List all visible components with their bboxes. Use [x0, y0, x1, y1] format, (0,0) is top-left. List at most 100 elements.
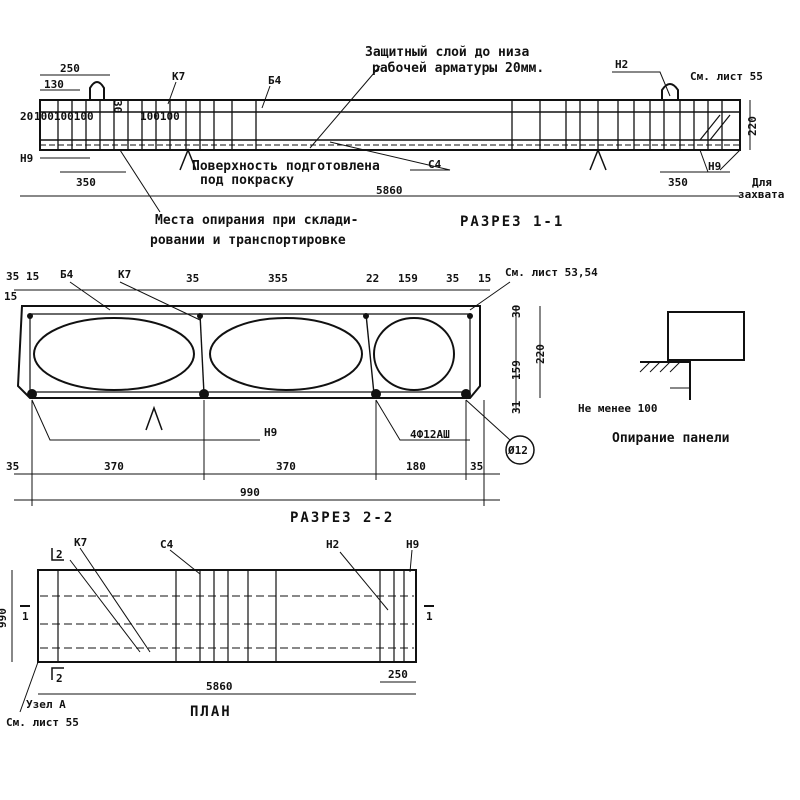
stirrups-right — [511, 100, 723, 150]
label-see-sheets: См. лист 53,54 — [505, 266, 598, 279]
leader-cover — [309, 65, 381, 149]
dim-15: 15 — [4, 290, 17, 303]
dim-bottom-3: 180 — [406, 460, 426, 473]
label-circle: Ø12 — [507, 444, 528, 457]
top-rebar-dot-2 — [197, 313, 203, 319]
dim-20: 20 — [20, 110, 33, 123]
dim-220: 220 — [534, 344, 547, 364]
lifting-loop-right — [661, 83, 679, 100]
dim-350-right: 350 — [668, 176, 688, 189]
plan-dim-990: 990 — [0, 608, 9, 628]
support-ledge — [640, 361, 691, 400]
section-2-2: Б4 К7 Н9 4Ф12АШ Ø12 См. лист 53,54 35 15… — [4, 266, 598, 526]
panel-outline — [16, 305, 481, 399]
support-hatch — [639, 361, 681, 373]
leader-n9 — [409, 549, 413, 573]
label-see-sheet: См. лист 55 — [690, 70, 763, 83]
leader-b4 — [261, 85, 271, 109]
rebar-dot-2 — [199, 389, 209, 399]
dim-top-4: 22 — [366, 272, 379, 285]
end-hatch — [699, 114, 731, 141]
leader-n9-right — [699, 149, 709, 173]
dim-top-7: 15 — [478, 272, 491, 285]
dim-31: 31 — [510, 400, 523, 414]
note-support-line2: ровании и транспортировке — [150, 233, 346, 248]
dim-bottom-2: 370 — [276, 460, 296, 473]
plan-label-n9: Н9 — [406, 538, 419, 551]
leader-k7 — [79, 547, 151, 653]
plan-label-k7: К7 — [74, 536, 87, 549]
plan-view: К7 С4 Н2 Н9 2 2 1 1 990 5860 250 ПЛАН Уз… — [0, 536, 434, 729]
leader-support — [119, 149, 161, 213]
dim-159: 159 — [510, 360, 523, 380]
dim-bottom-1: 370 — [104, 460, 124, 473]
dim-220: 220 — [746, 116, 759, 136]
rib-1 — [199, 313, 205, 395]
label-for-grip-1: Для — [752, 176, 772, 189]
note-cover-line2: рабочей арматуры 20мм. — [372, 61, 544, 76]
dim-5860: 5860 — [376, 184, 403, 197]
dim-mid: 100100 — [140, 110, 180, 123]
leader-rebar — [375, 399, 470, 441]
void-middle — [209, 317, 363, 391]
support-panel-end — [667, 311, 745, 361]
rebar-dot-3 — [371, 389, 381, 399]
plan-cross-lines — [57, 570, 405, 662]
note-cover-line1: Защитный слой до низа — [365, 45, 530, 60]
section-1-1: Защитный слой до низа рабочей арматуры 2… — [20, 45, 784, 248]
bottom-dim-labels: 35 370 370 180 35 — [6, 460, 483, 473]
plan-dashed-lines — [40, 595, 414, 649]
section2-title: РАЗРЕЗ 2-2 — [290, 510, 394, 526]
label-n9: Н9 — [264, 426, 277, 439]
support-arrow-left — [179, 147, 197, 171]
dim-top-1: 15 — [26, 270, 39, 283]
top-rebar-dot-3 — [363, 313, 369, 319]
leader-c4 — [329, 141, 451, 171]
rib-2 — [365, 313, 375, 395]
stirrups-left — [57, 100, 257, 150]
dim-total: 990 — [240, 486, 260, 499]
leader-k7-2 — [69, 559, 141, 653]
plan-title: ПЛАН — [190, 704, 232, 720]
leader-circle — [465, 399, 511, 441]
void-right — [373, 317, 455, 391]
label-n2: Н2 — [615, 58, 628, 71]
dim-top-6: 35 — [446, 272, 459, 285]
dim-bottom-4: 35 — [470, 460, 483, 473]
plan-label-node: Узел А — [26, 698, 66, 711]
label-b4: Б4 — [268, 74, 282, 87]
plan-label-c4: С4 — [160, 538, 174, 551]
leader-node — [19, 661, 39, 713]
section-mark-bottom — [51, 667, 64, 680]
plan-label-2-bottom: 2 — [56, 672, 63, 685]
dim-350-left: 350 — [76, 176, 96, 189]
section-mark-top — [51, 548, 64, 561]
panel-inner-outline — [29, 313, 471, 393]
leader-c4 — [169, 549, 201, 575]
rebar-dot-1 — [27, 389, 37, 399]
dim-top-0: 35 — [6, 270, 19, 283]
plan-label-1-left: 1 — [22, 610, 29, 623]
support-caption: Опирание панели — [612, 431, 729, 446]
label-c4: С4 — [428, 158, 442, 171]
rebar-dot-4 — [461, 389, 471, 399]
note-support-line1: Места опирания при склади- — [155, 213, 359, 228]
leader-b4 — [69, 281, 111, 311]
plan-label-n2: Н2 — [326, 538, 339, 551]
beam-outline — [39, 99, 741, 151]
void-left — [33, 317, 195, 391]
support-arrow-right — [589, 147, 607, 171]
dim-bottom-0: 35 — [6, 460, 19, 473]
support-detail: Не менее 100 Опирание панели — [578, 311, 745, 446]
leader-see-sheets — [469, 281, 511, 311]
leader-n9 — [31, 399, 260, 441]
leader-see-sheet — [719, 149, 741, 171]
label-b4: Б4 — [60, 268, 74, 281]
plan-label-see-sheet: См. лист 55 — [6, 716, 79, 729]
dim-30: 30 — [510, 305, 523, 318]
note-surface-line1: Поверхность подготовлена — [192, 159, 380, 174]
label-k7: К7 — [118, 268, 131, 281]
label-n9-left: Н9 — [20, 152, 33, 165]
dim-top-3: 355 — [268, 272, 288, 285]
